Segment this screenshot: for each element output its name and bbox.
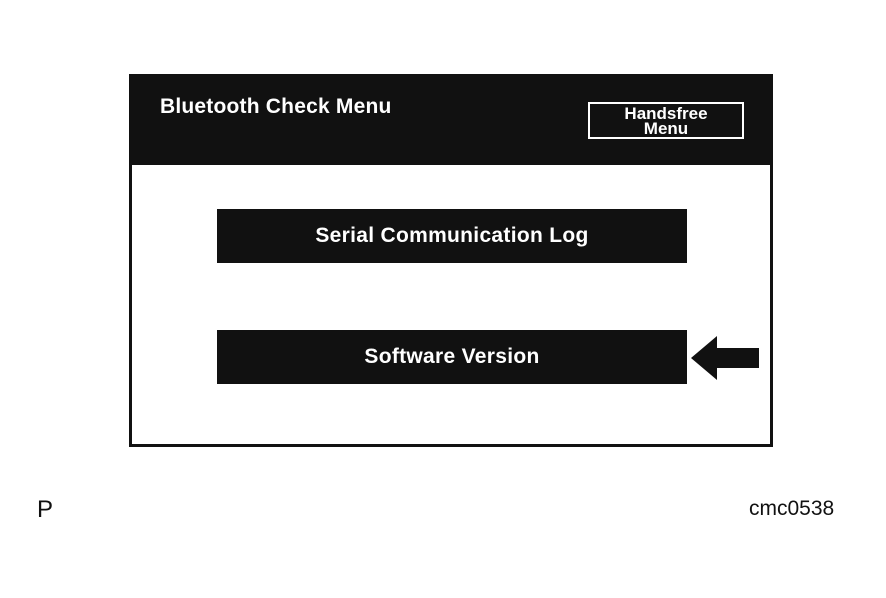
software-version-button[interactable]: Software Version — [217, 330, 687, 384]
handsfree-menu-button[interactable]: Handsfree Menu — [588, 102, 744, 139]
left-arrow-icon — [691, 336, 759, 380]
corner-letter: P — [37, 496, 54, 523]
screen-title: Bluetooth Check Menu — [160, 95, 392, 118]
handsfree-button-label-line2: Menu — [643, 119, 689, 138]
header-bar: Bluetooth Check Menu Handsfree Menu — [132, 77, 770, 165]
figure-code: cmc0538 — [749, 497, 835, 520]
serial-communication-log-button[interactable]: Serial Communication Log — [217, 209, 687, 263]
bluetooth-check-screen: Bluetooth Check Menu Handsfree Menu Seri… — [129, 74, 773, 447]
software-version-label: Software Version — [364, 345, 540, 368]
serial-communication-log-label: Serial Communication Log — [315, 224, 589, 247]
handsfree-button-label-line1: Handsfree — [624, 104, 708, 123]
